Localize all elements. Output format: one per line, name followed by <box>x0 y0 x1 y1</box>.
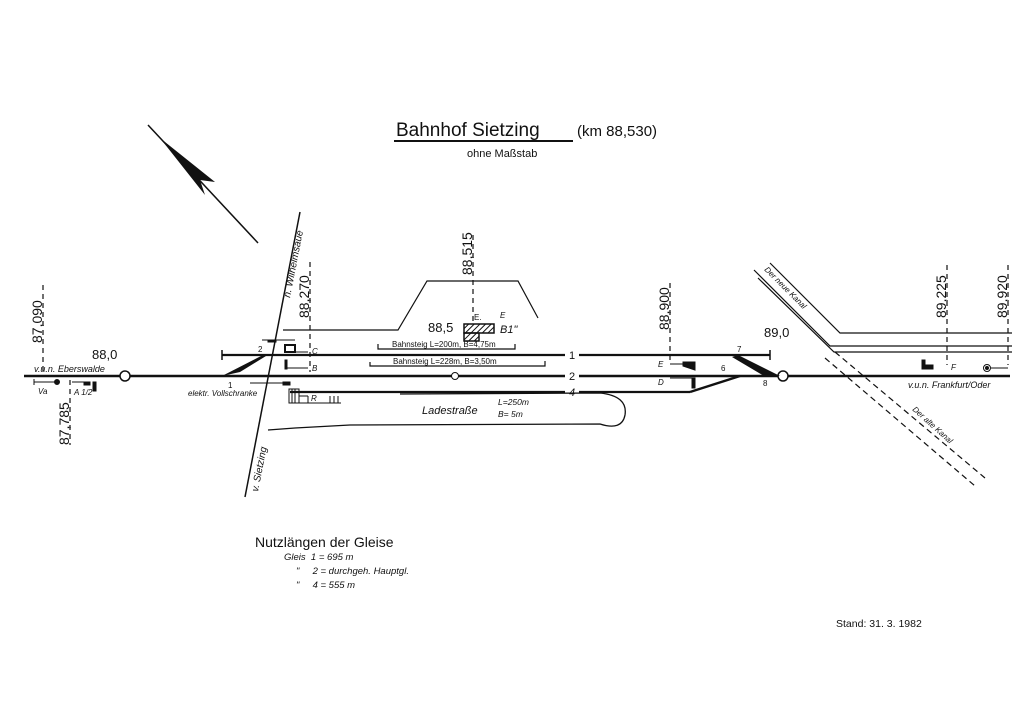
track-marker-icon <box>451 372 459 380</box>
old-canal <box>824 351 986 487</box>
track-number: 2 <box>569 371 575 383</box>
direction-west: v.u.n. Eberswalde <box>34 364 105 374</box>
switch-7-8 <box>732 355 780 376</box>
signal-label: A 1/2 <box>73 388 93 397</box>
km-marker-label: 88,900 <box>656 287 672 330</box>
direction-east: v.u.n. Frankfurt/Oder <box>908 380 991 390</box>
usable-length-row: " 2 = durchgeh. Hauptgl. <box>296 566 409 577</box>
signals <box>33 339 1008 392</box>
signal-label: C <box>312 347 318 356</box>
platform-1-label: Bahnsteig L=200m, B=4,75m <box>392 340 496 349</box>
old-canal-label: Der alte Kanal <box>911 405 955 446</box>
signal-label: Va <box>38 387 48 396</box>
switch-number: 8 <box>763 379 768 388</box>
km-marker-label: 89,920 <box>994 275 1010 318</box>
building-code: B1" <box>500 324 518 336</box>
station-title: Bahnhof Sietzing <box>396 120 540 141</box>
signal-label: B <box>312 364 318 373</box>
usable-length-row: Gleis 1 = 695 m <box>284 552 354 563</box>
switch-number: 1 <box>228 381 233 390</box>
switch-number: 2 <box>258 345 263 354</box>
km-post-label: 88,0 <box>92 347 117 362</box>
switch-1-2 <box>222 355 266 376</box>
station-building <box>463 323 495 342</box>
station-km: (km 88,530) <box>577 123 657 140</box>
loading-road-name: Ladestraße <box>422 405 478 417</box>
new-canal <box>753 262 1012 353</box>
building-label: E. <box>474 313 482 322</box>
status-date: Stand: 31. 3. 1982 <box>836 618 922 630</box>
switch-number: 6 <box>721 364 726 373</box>
km-marker-lines <box>42 235 1009 445</box>
km-marker-label: 88,270 <box>296 275 312 318</box>
switch-6 <box>689 374 741 394</box>
platform-2 <box>369 361 546 367</box>
crossing-label: elektr. Vollschranke <box>188 389 258 398</box>
signal-label: R <box>311 394 317 403</box>
loading-road-width: B= 5m <box>498 409 523 419</box>
signal-label: E <box>500 311 506 320</box>
km-marker-label: 89,225 <box>933 275 949 318</box>
switch-number: 7 <box>737 345 742 354</box>
platform-1 <box>377 344 516 350</box>
platform-2-label: Bahnsteig L=228m, B=3,50m <box>393 357 497 366</box>
track-number: 1 <box>569 350 575 362</box>
km-post-label: 88,5 <box>428 320 453 335</box>
signal-label: E <box>658 360 664 369</box>
loading-road-length: L=250m <box>498 397 529 407</box>
usable-length-row: " 4 = 555 m <box>296 580 355 591</box>
km-post-label: 89,0 <box>764 325 789 340</box>
km-post-icon <box>119 370 131 382</box>
km-marker-label: 87,090 <box>29 300 45 343</box>
loading-ramp <box>288 388 341 404</box>
north-arrow-icon <box>147 124 259 244</box>
signal-label: F <box>951 363 957 372</box>
scale-note: ohne Maßstab <box>467 148 537 160</box>
loading-road-outline <box>267 392 626 431</box>
signal-label: D <box>658 378 664 387</box>
usable-lengths-heading: Nutzlängen der Gleise <box>255 534 394 550</box>
road-wilhelmsaue-outline <box>283 280 539 331</box>
km-marker-label: 87,785 <box>56 402 72 445</box>
km-marker-label: 88,515 <box>459 232 475 275</box>
